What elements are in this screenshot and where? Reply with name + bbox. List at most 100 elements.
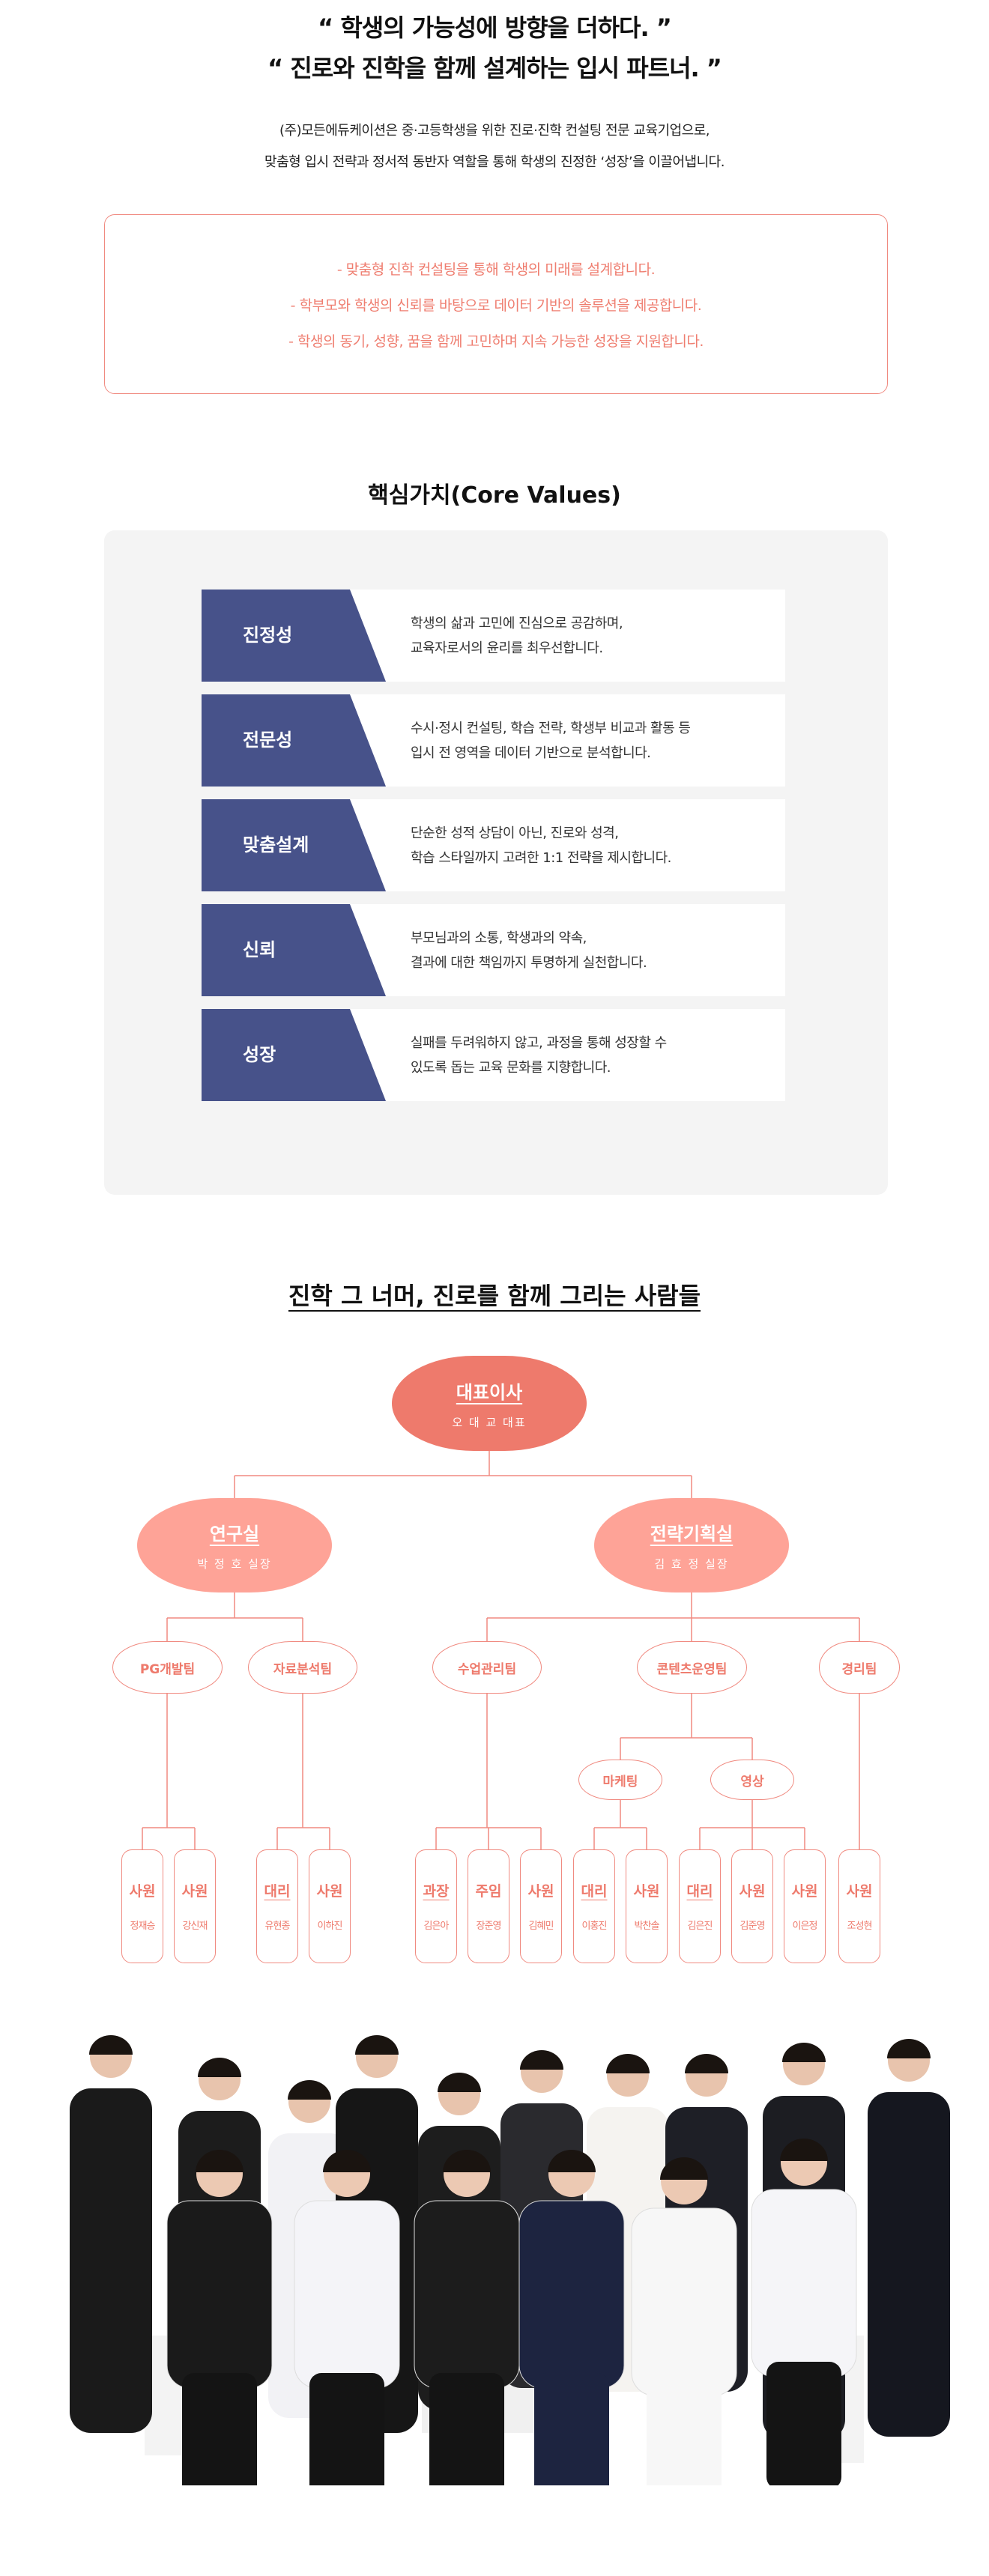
intro-desc-2: 맞춤형 입시 전략과 정서적 동반자 역할을 통해 학생의 진정한 ‘성장’을 … [264,154,725,170]
division-head: 김 효 정 실장 [654,1557,729,1571]
division-title: 전략기획실 [650,1524,734,1545]
member-name: 강신재 [182,1921,208,1932]
headline-2: “ 진로와 진학을 함께 설계하는 입시 파트너. ” [267,54,722,82]
desc-line: 실패를 두려워하지 않고, 과정을 통해 성장할 수 [411,1034,667,1051]
desc-line: 부모님과의 소통, 학생과의 약속, [411,930,587,946]
photo-person [868,2092,950,2437]
team-class-management: 수업관리팀 [432,1641,542,1694]
mission-item: - 맞춤형 진학 컨설팅을 통해 학생의 미래를 설계합니다. [336,261,656,278]
member-title: 과장 [423,1883,450,1900]
member-title: 사원 [527,1883,554,1900]
member-name: 김준영 [740,1921,766,1932]
photo-person [166,2200,273,2389]
desc-line: 수시·정시 컨설팅, 학습 전략, 학생부 비교과 활동 등 [411,720,691,736]
member-title: 사원 [791,1883,818,1900]
core-value-label: 전문성 [202,694,386,787]
desc-line: 학습 스타일까지 고려한 1:1 전략을 제시합니다. [411,849,671,866]
desc-line: 있도록 돕는 교육 문화를 지향합니다. [411,1059,611,1076]
member-title: 대리 [264,1883,291,1900]
org-division-research: 연구실 박 정 호 실장 [137,1498,332,1592]
member-title: 대리 [581,1883,608,1900]
team-accounting: 경리팀 [819,1641,900,1694]
member-name: 장준영 [476,1921,502,1932]
core-value-label-text: 신뢰 [243,939,276,960]
member-name: 이하진 [317,1921,343,1932]
core-value-desc: 단순한 성적 상담이 아닌, 진로와 성격, 학습 스타일까지 고려한 1:1 전… [411,799,671,891]
desc-line: 결과에 대한 책임까지 투명하게 실천합니다. [411,954,647,971]
photo-person-legs [766,2362,841,2485]
photo-person [70,2088,152,2433]
team-content: 콘텐츠운영팀 [637,1641,747,1694]
org-section-title: 진학 그 너머, 진로를 함께 그리는 사람들 [288,1282,701,1310]
org-division-strategy: 전략기획실 김 효 정 실장 [594,1498,789,1592]
intro-desc-1: (주)모든에듀케이션은 중·고등학생을 위한 진로·진학 컨설팅 전문 교육기업… [279,123,710,139]
core-value-row: 신뢰 부모님과의 소통, 학생과의 약속, 결과에 대한 책임까지 투명하게 실천… [202,904,785,996]
mission-box: - 맞춤형 진학 컨설팅을 통해 학생의 미래를 설계합니다. - 학부모와 학… [104,214,888,394]
member-name: 유현종 [264,1921,291,1932]
division-head: 박 정 호 실장 [197,1557,272,1571]
photo-person [414,2200,520,2389]
core-value-row: 진정성 학생의 삶과 고민에 진심으로 공감하며, 교육자로서의 윤리를 최우선합… [202,590,785,682]
org-ceo: 대표이사 오 대 교 대표 [392,1356,587,1451]
desc-line: 교육자로서의 윤리를 최우선합니다. [411,640,603,656]
photo-person-legs [309,2373,384,2485]
photo-person-legs [182,2373,257,2485]
member-name: 김은진 [687,1921,713,1932]
division-title: 연구실 [209,1524,260,1545]
core-values-title: 핵심가치(Core Values) [368,482,621,509]
core-value-label: 진정성 [202,590,386,682]
core-value-label-text: 성장 [243,1044,276,1065]
member-title: 사원 [181,1883,208,1900]
photo-person [631,2207,737,2396]
member-title: 사원 [316,1883,343,1900]
member-name: 김은아 [423,1921,450,1932]
member-name: 이은정 [792,1921,818,1932]
photo-person-legs [534,2373,609,2485]
core-value-label-text: 맞춤설계 [243,834,309,855]
team-group-photo [70,2035,950,2485]
member-name: 정재승 [130,1921,156,1932]
photo-person-legs [647,2380,722,2485]
desc-line: 학생의 삶과 고민에 진심으로 공감하며, [411,615,623,631]
desc-line: 입시 전 영역을 데이터 기반으로 분석합니다. [411,745,651,761]
core-value-label: 신뢰 [202,904,386,996]
member-name: 박찬솔 [634,1921,660,1932]
photo-person [751,2189,857,2378]
member-title: 사원 [633,1883,660,1900]
ceo-name: 오 대 교 대표 [452,1415,527,1429]
member-name: 조성현 [847,1921,873,1932]
team-pg: PG개발팀 [112,1641,223,1694]
core-value-label-text: 전문성 [243,730,293,751]
member-name: 이홍진 [581,1921,608,1932]
member-title: 주임 [475,1883,502,1900]
ceo-title: 대표이사 [456,1381,523,1403]
photo-person-legs [429,2373,504,2485]
core-value-desc: 부모님과의 소통, 학생과의 약속, 결과에 대한 책임까지 투명하게 실천합니다… [411,904,647,996]
member-name: 김혜민 [528,1921,554,1932]
desc-line: 단순한 성적 상담이 아닌, 진로와 성격, [411,825,619,841]
subteam-marketing: 마케팅 [578,1760,662,1800]
core-value-label-text: 진정성 [243,625,293,646]
member-title: 사원 [846,1883,873,1900]
headline-1: “ 학생의 가능성에 방향을 더하다. ” [318,13,672,42]
core-value-row: 맞춤설계 단순한 성적 상담이 아닌, 진로와 성격, 학습 스타일까지 고려한 … [202,799,785,891]
core-value-label: 맞춤설계 [202,799,386,891]
member-title: 사원 [739,1883,766,1900]
mission-item: - 학생의 동기, 성향, 꿈을 함께 고민하며 지속 가능한 성장을 지원합니… [288,333,704,350]
subteam-video: 영상 [710,1760,794,1800]
